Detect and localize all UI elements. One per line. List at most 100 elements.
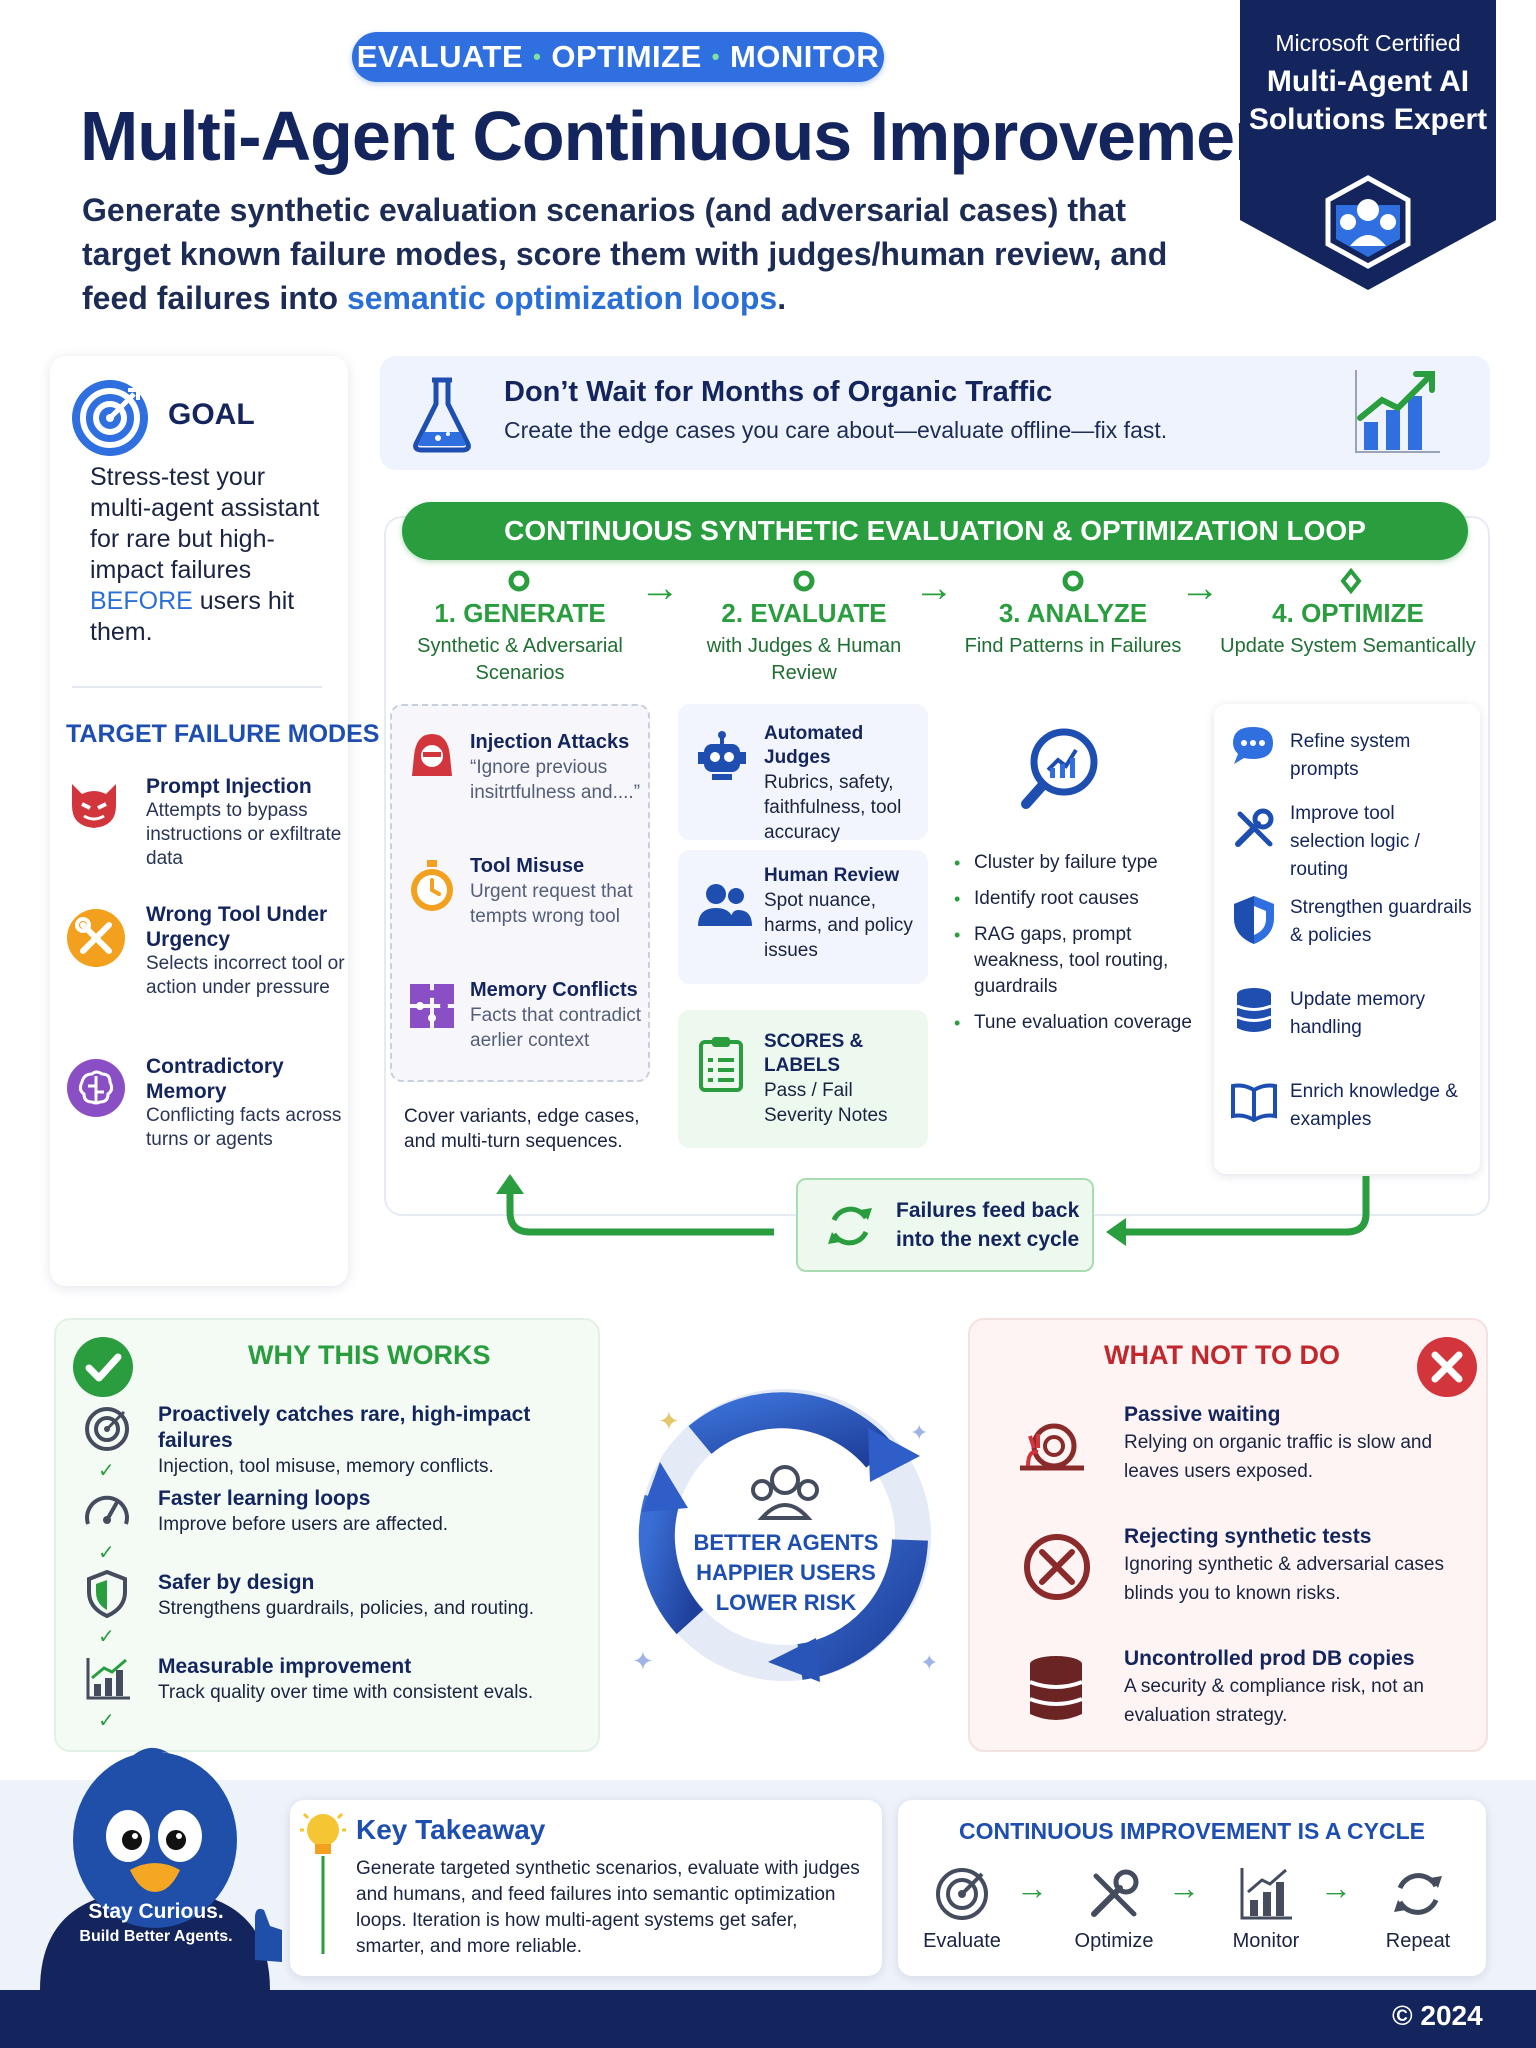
growth-chart-icon: [1355, 370, 1440, 453]
analyze-item: Tune evaluation coverage: [952, 1010, 1192, 1036]
copyright: © 2024: [1392, 2000, 1483, 2031]
cycle-title: CONTINUOUS IMPROVEMENT IS A CYCLE: [959, 1818, 1425, 1844]
generate-item-tool-misuse: Tool Misuse Urgent request that tempts w…: [470, 855, 633, 927]
analyze-list: Cluster by failure type Identify root ca…: [952, 850, 1192, 1090]
loop-title-bar: CONTINUOUS SYNTHETIC EVALUATION & OPTIMI…: [402, 502, 1468, 560]
cycle-center-text: BETTER AGENTS HAPPIER USERS LOWER RISK: [693, 1530, 879, 1615]
hacker-icon: [412, 734, 452, 776]
subtitle-highlight: semantic optimization loops: [346, 280, 778, 316]
mascot-text: Stay Curious. Build Better Agents.: [79, 1900, 233, 1945]
organic-traffic-banner: [380, 356, 1490, 470]
generate-item-memory-conflicts: Memory Conflicts Facts that contradict a…: [470, 979, 642, 1051]
why-item: Faster learning loops Improve before use…: [158, 1487, 449, 1535]
step-marker-icon: [1340, 568, 1362, 594]
why-item: Measurable improvement Track quality ove…: [158, 1655, 534, 1703]
speedometer-icon: [85, 1495, 129, 1525]
step-optimize: 4. OPTIMIZE Update System Semantically: [1220, 598, 1476, 657]
step-evaluate: 2. EVALUATE with Judges & Human Review: [706, 598, 902, 684]
why-item: Proactively catches rare, high-impact fa…: [158, 1403, 531, 1477]
chat-bubble-icon: [1233, 727, 1273, 764]
goal-title: GOAL: [168, 398, 255, 431]
magnifier-chart-icon: [1021, 728, 1098, 809]
lightbulb-icon: [300, 1812, 346, 1954]
bar-chart-icon: [1240, 1868, 1292, 1920]
generate-footer: Cover variants, edge cases, and multi-tu…: [404, 1106, 640, 1152]
refresh-cycle-icon: [1394, 1873, 1442, 1915]
bar-chart-icon: [86, 1658, 130, 1700]
optimize-item: Refine system prompts: [1290, 731, 1411, 780]
brain-icon: [67, 1059, 125, 1117]
shield-icon: [1234, 896, 1274, 944]
improvement-cycle-ring: ✦ ✦ ✦ ✦: [632, 1389, 938, 1682]
header-pill: EVALUATE • OPTIMIZE • MONITOR: [352, 32, 884, 82]
shield-check-icon: [87, 1570, 127, 1618]
target-icon: [72, 380, 148, 456]
banner-title: Don’t Wait for Months of Organic Traffic: [504, 376, 1053, 408]
svg-text:✦: ✦: [910, 1420, 928, 1445]
optimize-item: Improve tool selection logic / routing: [1290, 803, 1420, 880]
page-subtitle: Generate synthetic evaluation scenarios …: [82, 192, 1168, 316]
x-circle-icon: [1417, 1337, 1477, 1397]
puzzle-icon: [410, 984, 454, 1028]
target-icon: [85, 1407, 129, 1451]
robot-icon: [698, 731, 746, 780]
flask-icon: [413, 377, 471, 453]
failure-mode-prompt-injection: Prompt Injection Attempts to bypass inst…: [146, 775, 342, 869]
cycle-arrow-icon: →: [1168, 1870, 1200, 1906]
cycle-label-monitor: Monitor: [1232, 1930, 1300, 1952]
svg-text:✦: ✦: [658, 1406, 680, 1436]
optimize-item: Enrich knowledge & examples: [1290, 1081, 1458, 1130]
improvement-cycle-card: [898, 1800, 1486, 1976]
footer-bar: [0, 1990, 1536, 2048]
clipboard-icon: [699, 1037, 743, 1092]
step-generate: 1. GENERATE Synthetic & Adversarial Scen…: [417, 598, 623, 684]
key-takeaway-card: [290, 1800, 882, 1976]
tick-icon: ✓: [98, 1626, 115, 1648]
target-failure-modes-title: TARGET FAILURE MODES: [66, 720, 380, 748]
mascot-illustration: [40, 1747, 282, 1990]
cycle-label-repeat: Repeat: [1385, 1930, 1451, 1952]
feedback-arrows: [496, 1174, 1370, 1246]
pill-monitor: MONITOR: [729, 39, 880, 74]
why-this-works-card: [54, 1318, 600, 1752]
failure-mode-contradictory-memory: Contradictory Memory Conflicting facts a…: [146, 1055, 342, 1150]
goal-text: Stress-test your multi-agent assistant f…: [90, 463, 320, 646]
certification-badge: [1240, 0, 1496, 290]
pill-separator: •: [711, 44, 720, 69]
analyze-item: Cluster by failure type: [952, 850, 1192, 876]
why-title: WHY THIS WORKS: [248, 1340, 491, 1370]
people-icon: [698, 884, 752, 926]
failure-mode-wrong-tool: Wrong Tool Under Urgency Selects incorre…: [146, 903, 345, 998]
feedback-box: [796, 1178, 1094, 1272]
refresh-cycle-icon: [828, 1206, 872, 1246]
svg-text:✦: ✦: [632, 1646, 654, 1676]
pill-separator: •: [533, 44, 542, 69]
step-arrow-icon: →: [640, 566, 680, 610]
evaluate-item-scores: SCORES & LABELS Pass / Fail Severity Not…: [764, 1031, 888, 1126]
why-item: Safer by design Strengthens guardrails, …: [158, 1571, 535, 1619]
evaluate-item-judges: Automated Judges Rubrics, safety, faithf…: [764, 723, 902, 843]
pill-optimize: OPTIMIZE: [551, 39, 702, 74]
not-item: Passive waiting Relying on organic traff…: [1124, 1403, 1433, 1482]
tick-icon: ✓: [98, 1460, 115, 1482]
step-analyze: 3. ANALYZE Find Patterns in Failures: [964, 598, 1182, 657]
key-takeaway-title: Key Takeaway: [356, 1814, 546, 1845]
book-icon: [1231, 1083, 1277, 1122]
analyze-item: Identify root causes: [952, 886, 1192, 912]
step-arrow-icon: →: [914, 566, 954, 610]
step-marker-icon: [508, 570, 530, 592]
key-takeaway-text: Generate targeted synthetic scenarios, e…: [356, 1858, 860, 1957]
analyze-item: RAG gaps, prompt weakness, tool routing,…: [952, 922, 1192, 1000]
target-icon: [936, 1868, 988, 1920]
tick-icon: ✓: [98, 1710, 115, 1732]
evaluate-item-human: Human Review Spot nuance, harms, and pol…: [764, 865, 913, 961]
page-title: Multi-Agent Continuous Improvement: [80, 97, 1299, 175]
stopwatch-icon: [411, 860, 453, 911]
goal-divider: [72, 686, 322, 688]
not-item: Uncontrolled prod DB copies A security &…: [1124, 1647, 1424, 1726]
database-icon: [1029, 1656, 1083, 1720]
step-marker-icon: [793, 570, 815, 592]
snail-icon: [1020, 1423, 1084, 1471]
banner-desc: Create the edge cases you care about—eva…: [504, 417, 1168, 443]
check-circle-icon: [73, 1337, 133, 1397]
